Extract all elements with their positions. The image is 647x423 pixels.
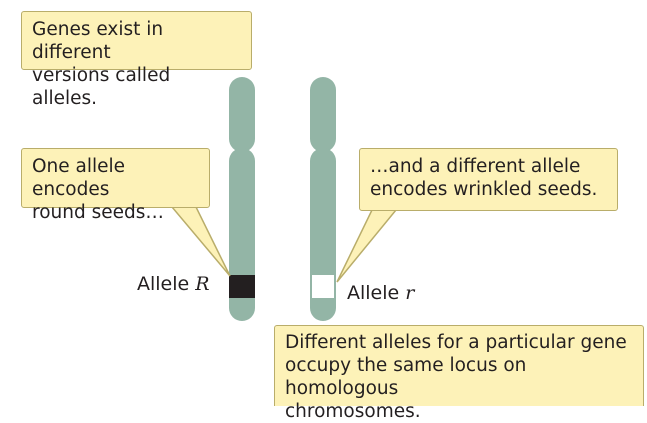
callout-round-seeds: One allele encodes round seeds… (21, 148, 210, 223)
allele-r-label: Allele r (347, 282, 414, 304)
right-chromosome-short-arm (310, 77, 336, 152)
callout-wrinkled-seeds: …and a different allele encodes wrinkled… (359, 148, 618, 211)
allele-r-prefix: Allele (347, 282, 400, 304)
allele-r-band (312, 275, 334, 298)
right-callout-pointer (336, 209, 398, 283)
allele-r-symbol: r (405, 282, 415, 304)
allele-R-label: Allele R (137, 273, 210, 295)
allele-R-symbol: R (195, 273, 210, 295)
callout-same-locus: Different alleles for a particular gene … (274, 325, 644, 422)
allele-R-prefix: Allele (137, 273, 190, 295)
allele-R-band (229, 275, 255, 298)
callout-alleles-definition: Genes exist in different versions called… (21, 11, 252, 109)
left-chromosome-short-arm (229, 77, 255, 152)
left-callout-pointer (170, 206, 231, 277)
